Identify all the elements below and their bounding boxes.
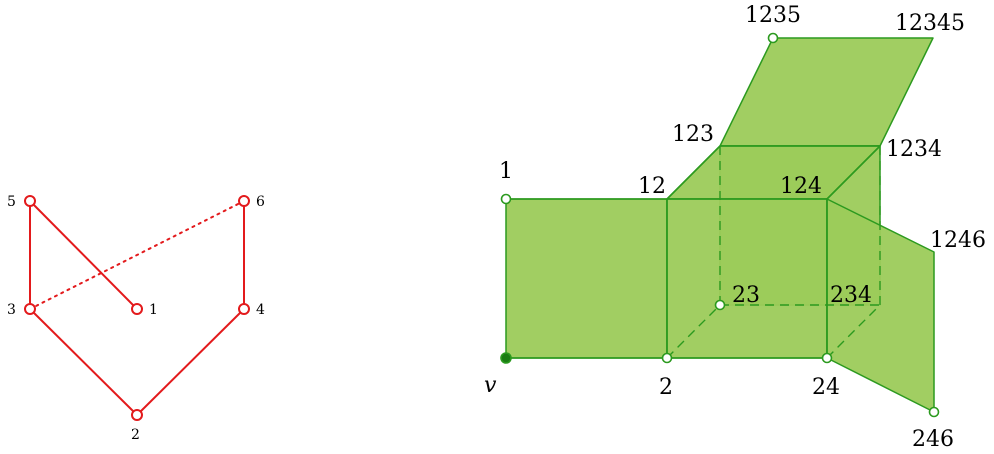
label-v: v [484,373,497,398]
edge-3-2 [29,308,138,416]
complex-hidden-edges [666,146,881,359]
label-12345: 12345 [895,11,965,36]
vertex-v [500,352,512,364]
vertex-1235 [767,32,779,44]
node-6 [238,195,250,207]
label-node-3: 3 [7,302,16,318]
face-top-parallelogram [719,37,934,147]
node-1 [131,303,143,315]
label-1246: 1246 [930,228,986,253]
node-5 [24,195,36,207]
label-node-1: 1 [149,302,158,318]
face-left-square [505,198,668,359]
vertex-23 [714,299,726,311]
label-node-2: 2 [131,427,140,443]
label-124: 124 [780,174,822,199]
label-246: 246 [912,427,954,452]
vertex-24 [821,352,833,364]
left-graph-nodes [24,195,250,421]
node-2 [131,409,143,421]
label-node-6: 6 [256,194,265,210]
label-1: 1 [499,159,513,184]
node-3 [24,303,36,315]
hidden-edge-2-23 [666,304,721,359]
label-123: 123 [672,122,714,147]
edge-124-1234 [826,145,881,200]
vertex-1 [500,193,512,205]
label-node-5: 5 [7,194,16,210]
vertex-246 [928,406,940,418]
vertex-2 [661,352,673,364]
label-234: 234 [830,283,872,308]
left-graph [29,200,245,416]
edge-5-1 [29,200,138,310]
label-1234: 1234 [886,137,942,162]
label-24: 24 [812,375,840,400]
label-12: 12 [638,174,666,199]
label-node-4: 4 [256,302,265,318]
label-23: 23 [732,283,760,308]
node-4 [238,303,250,315]
edge-3-6-dotted [29,200,245,310]
label-1235: 1235 [745,3,801,28]
hidden-edge-24-234 [826,304,881,359]
complex-faces [505,37,935,413]
label-2: 2 [659,375,673,400]
edge-4-2 [136,308,245,416]
edge-12-123 [666,145,721,200]
complex-vertices [500,32,940,418]
